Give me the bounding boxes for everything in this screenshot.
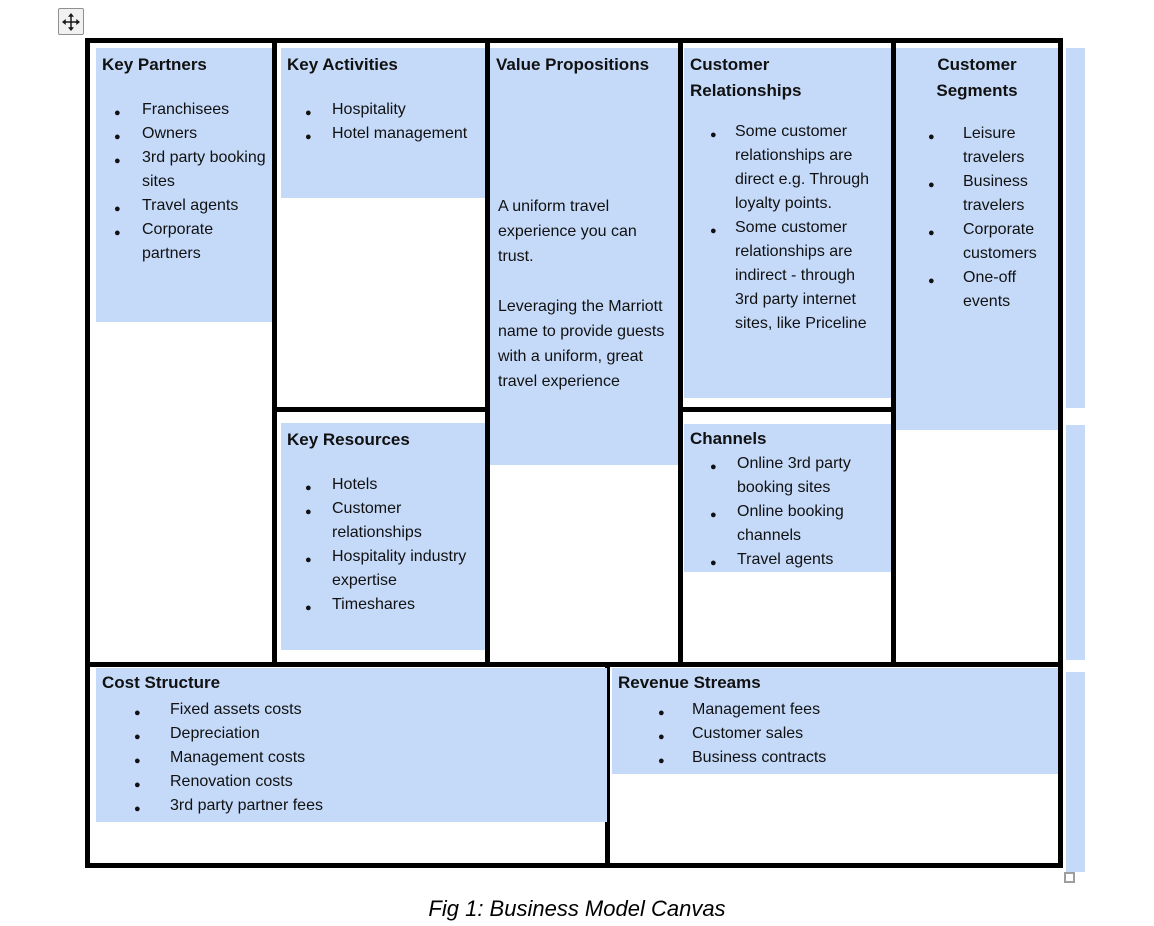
move-arrows-icon [62, 12, 80, 31]
divider-cost-revenue [605, 667, 610, 863]
list-item: Depreciation [134, 722, 597, 749]
cell-customer-relationships: Customer Relationships Some customer rel… [684, 48, 891, 398]
channels-title: Channels [690, 429, 767, 448]
list-item: Hospitality [305, 98, 475, 125]
list-item: 3rd party booking sites [114, 146, 266, 194]
list-item: Online 3rd party booking sites [710, 452, 877, 500]
value-propositions-paragraph: Leveraging the Marriott name to provide … [498, 298, 665, 390]
list-item: Fixed assets costs [134, 698, 597, 725]
list-item: Hospitality industry expertise [305, 545, 475, 593]
drawing-move-handle[interactable] [58, 8, 84, 35]
cell-channels: Channels Online 3rd party booking sites … [684, 424, 891, 575]
list-item: Business travelers [928, 170, 1054, 218]
key-partners-title: Key Partners [102, 55, 207, 74]
list-item: 3rd party partner fees [134, 794, 597, 821]
list-item: One-off events [928, 266, 1054, 314]
divider-col4 [891, 43, 896, 663]
key-resources-list: Hotels Customer relationships Hospitalit… [305, 473, 475, 620]
list-item: Hotel management [305, 122, 475, 149]
highlight-overflow-strip-bottom [1066, 672, 1085, 872]
list-item: Online booking channels [710, 500, 877, 548]
list-item: Some customer relationships are indirect… [710, 216, 877, 336]
list-item: Travel agents [114, 194, 266, 221]
list-item: Corporate partners [114, 218, 266, 266]
customer-relationships-list: Some customer relationships are direct e… [710, 120, 877, 336]
divider-relationships-channels [678, 407, 896, 412]
revenue-streams-title: Revenue Streams [618, 673, 761, 692]
value-propositions-title: Value Propositions [496, 55, 650, 74]
cost-structure-list: Fixed assets costs Depreciation Manageme… [134, 698, 597, 821]
list-item: Hotels [305, 473, 475, 500]
list-item: Business contracts [658, 746, 1048, 773]
customer-segments-list: Leisure travelers Business travelers Cor… [928, 122, 1054, 314]
list-item: Renovation costs [134, 770, 597, 797]
list-item: Customer sales [658, 722, 1048, 749]
customer-segments-title: Customer Segments [936, 55, 1018, 100]
drawing-resize-handle[interactable] [1064, 872, 1075, 883]
list-item: Owners [114, 122, 266, 149]
cell-revenue-streams: Revenue Streams Management fees Customer… [612, 668, 1058, 774]
list-item: Customer relationships [305, 497, 475, 545]
cell-value-propositions: Value Propositions A uniform travel expe… [490, 48, 678, 465]
list-item: Timeshares [305, 593, 475, 620]
highlight-overflow-strip-top [1066, 48, 1085, 408]
cell-key-partners: Key Partners Franchisees Owners 3rd part… [96, 48, 272, 322]
business-model-canvas-drawing[interactable] [85, 38, 1063, 868]
divider-col3 [678, 43, 683, 663]
list-item: Management fees [658, 698, 1048, 725]
divider-col1 [272, 43, 277, 663]
list-item: Leisure travelers [928, 122, 1054, 170]
key-resources-title: Key Resources [287, 430, 410, 449]
channels-list: Online 3rd party booking sites Online bo… [710, 452, 877, 575]
cell-key-resources: Key Resources Hotels Customer relationsh… [281, 423, 485, 650]
divider-col2 [485, 43, 490, 663]
figure-caption: Fig 1: Business Model Canvas [428, 896, 726, 921]
list-item: Corporate customers [928, 218, 1054, 266]
cost-structure-title: Cost Structure [102, 673, 221, 692]
list-item: Travel agents [710, 548, 877, 575]
customer-relationships-title: Customer Relationships [690, 55, 802, 100]
key-activities-title: Key Activities [287, 55, 398, 74]
value-propositions-paragraph: A uniform travel experience you can trus… [498, 198, 637, 265]
cell-cost-structure: Cost Structure Fixed assets costs Deprec… [96, 668, 607, 822]
divider-bottom-row [90, 662, 1058, 667]
list-item: Management costs [134, 746, 597, 773]
cell-key-activities: Key Activities Hospitality Hotel managem… [281, 48, 485, 198]
cell-customer-segments: Customer Segments Leisure travelers Busi… [896, 48, 1058, 430]
list-item: Franchisees [114, 98, 266, 125]
list-item: Some customer relationships are direct e… [710, 120, 877, 216]
key-partners-list: Franchisees Owners 3rd party booking sit… [114, 98, 266, 266]
highlight-overflow-strip-middle [1066, 425, 1085, 660]
revenue-streams-list: Management fees Customer sales Business … [658, 698, 1048, 773]
key-activities-list: Hospitality Hotel management [305, 98, 475, 149]
divider-activities-resources [272, 407, 490, 412]
